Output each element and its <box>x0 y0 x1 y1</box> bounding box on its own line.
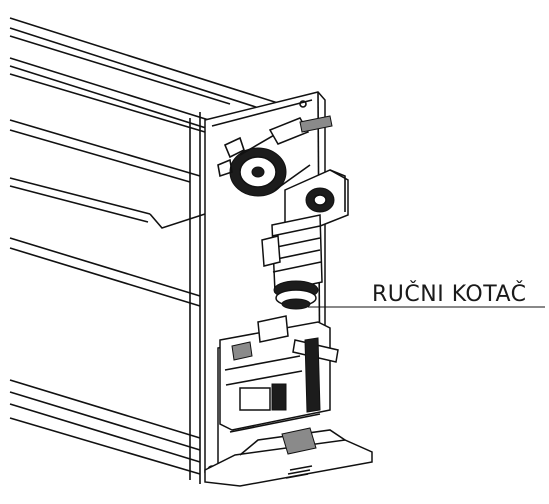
base-cover <box>204 427 373 487</box>
control-box <box>219 315 339 433</box>
callout-label: RUČNI KOTAČ <box>372 281 526 307</box>
housing-frame <box>9 17 301 484</box>
motor <box>261 214 323 310</box>
belt-drive <box>217 115 333 197</box>
callout: RUČNI KOTAČ <box>308 281 545 308</box>
gearbox <box>284 169 349 233</box>
